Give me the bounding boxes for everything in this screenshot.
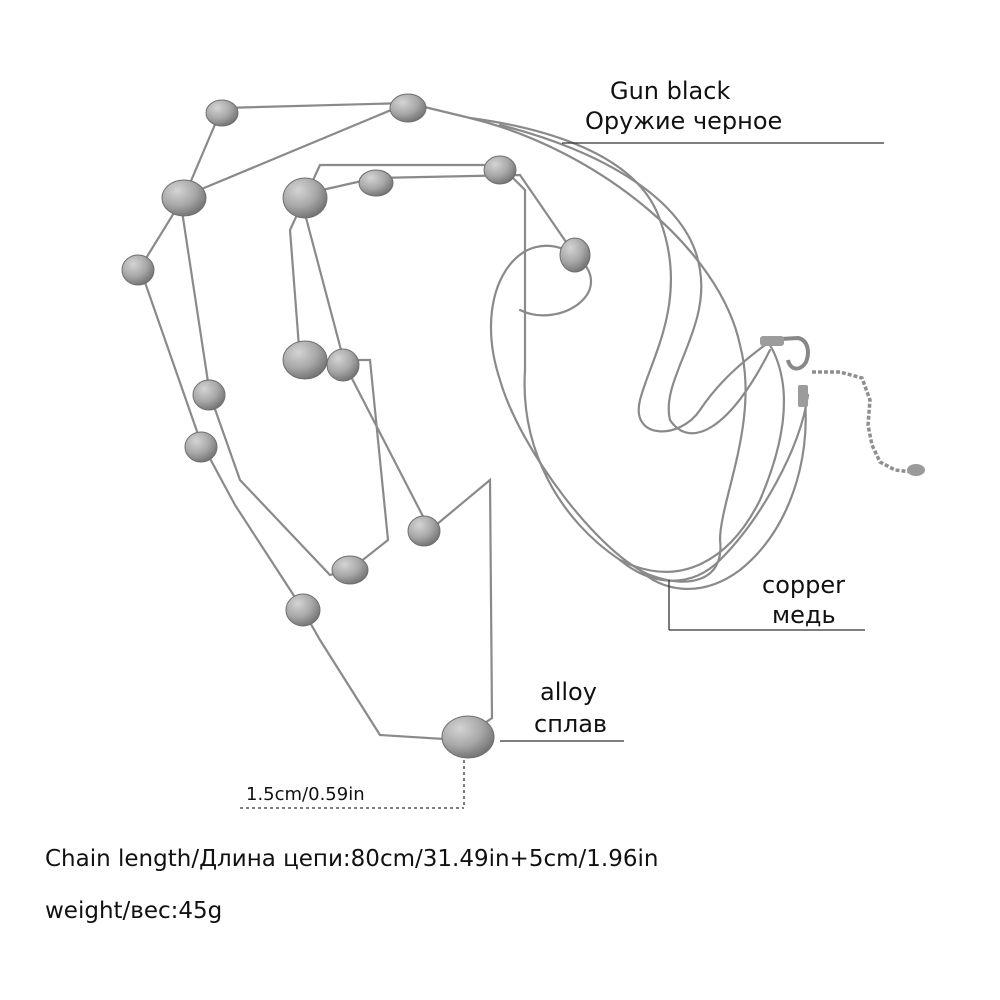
chain-length-spec: Chain length/Длина цепи:80cm/31.49in+5cm… xyxy=(45,846,659,872)
gun-black-label-ru: Оружие черное xyxy=(585,107,783,135)
chain-strands xyxy=(138,101,810,742)
weight-spec: weight/вес:45g xyxy=(45,898,223,924)
inner-chain xyxy=(178,101,786,577)
copper-label-ru: медь xyxy=(772,601,836,629)
alloy-label-ru: сплав xyxy=(534,710,608,738)
clasp xyxy=(760,335,925,476)
extender-chain xyxy=(812,370,913,474)
alloy-label-en: alloy xyxy=(540,678,597,706)
gun-black-label-en: Gun black xyxy=(610,77,731,105)
leader-lines xyxy=(240,142,884,809)
right-chain-a xyxy=(468,116,767,433)
right-chain-c xyxy=(618,393,810,582)
copper-label-en: copper xyxy=(762,571,845,599)
bead-size-label: 1.5cm/0.59in xyxy=(246,784,365,805)
right-chain-b xyxy=(498,123,772,435)
beads xyxy=(121,93,591,759)
